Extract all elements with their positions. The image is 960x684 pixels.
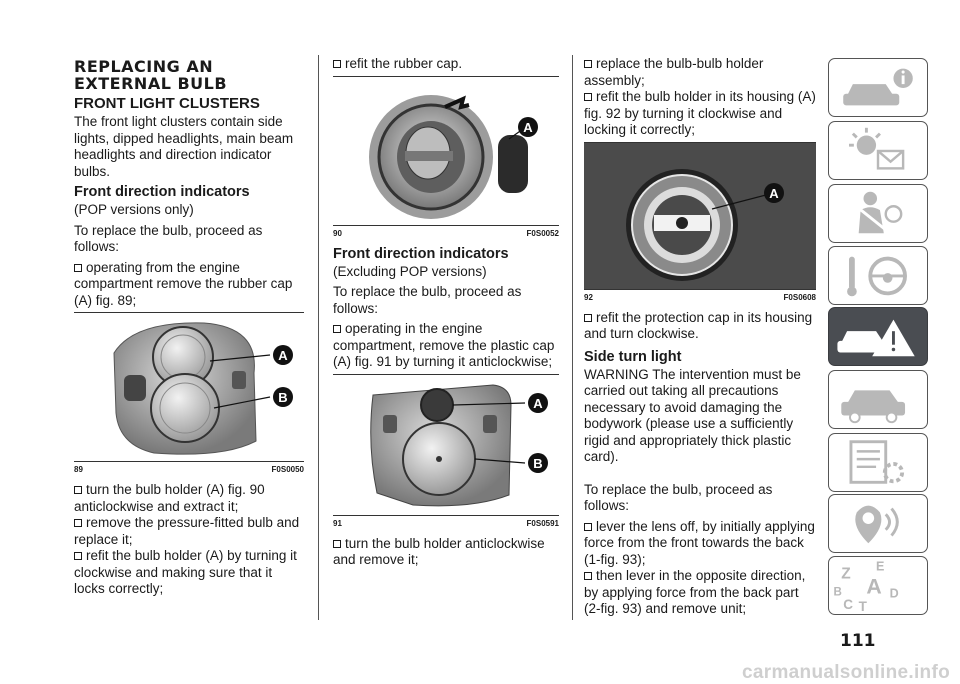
intro-text: The front light clusters contain side li… [74,114,294,179]
callout-label: A [523,120,533,135]
headlight-rear-image: A B [370,383,548,506]
page-number: 111 [840,631,876,651]
callout-label: A [533,396,543,411]
svg-text:E: E [876,560,884,574]
tab-car-info[interactable] [828,58,928,117]
svg-text:D: D [890,587,899,601]
bulb-housing-image: A [584,142,816,289]
svg-text:T: T [859,599,868,614]
checkbox-bullet-icon [584,93,592,101]
column-divider [318,55,319,620]
bullet-item: refit the bulb holder (A) by turning it … [74,548,297,596]
callout-label: A [769,186,779,201]
starting-driving-icon [847,256,907,297]
bullet-item: operating from the engine compartment re… [74,259,293,308]
bullet-item: turn the bulb holder (A) fig. 90 anticlo… [74,482,265,514]
tab-emergency[interactable] [828,307,928,366]
maintenance-icon [841,390,906,424]
svg-text:C: C [843,597,853,612]
bullet-item: refit the rubber cap. [333,56,559,73]
bullet-item: operating in the engine compartment, rem… [333,321,555,369]
warning-lights-icon [849,127,905,170]
proceed-text: To replace the bulb, proceed as follows: [584,481,773,514]
car-info-icon [843,68,913,106]
checkbox-bullet-icon [584,60,592,68]
column-divider [572,55,573,620]
chapter-title: REPLACING AN EXTERNAL BULB [74,57,228,93]
column-3: replace the bulb-bulb holder assembly; r… [584,56,816,618]
tab-warning-lights[interactable] [828,121,928,180]
checkbox-bullet-icon [584,313,592,322]
tab-starting-driving[interactable] [828,246,928,305]
svg-text:B: B [834,587,842,599]
technical-data-icon [849,440,905,484]
bullet-item: refit the bulb holder in its housing (A)… [584,89,816,137]
tab-multimedia[interactable] [828,494,928,553]
bullet-item: turn the bulb holder anticlockwise and r… [333,535,545,567]
bullet-item: lever the lens off, by initially applyin… [584,518,815,567]
bullet-item: replace the bulb-bulb holder assembly; [584,56,764,88]
checkbox-bullet-icon [333,325,341,333]
bullet-item: then lever in the opposite direction, by… [584,568,806,616]
checkbox-bullet-icon [74,486,82,494]
tab-maintenance[interactable] [828,370,928,429]
checkbox-bullet-icon [74,552,82,560]
tab-index[interactable]: Z E B A C T D [828,556,928,615]
warning-text: WARNING The intervention must be carried… [584,366,801,465]
svg-text:A: A [866,575,881,599]
watermark: carmanualsonline.info [742,662,950,683]
subsection-heading: Side turn light [584,348,682,365]
checkbox-bullet-icon [333,60,341,68]
headlight-cluster-image: A B [113,322,293,455]
proceed-text: To replace the bulb, proceed as follows: [74,222,263,255]
tab-technical-data[interactable] [828,433,928,492]
proceed-text: To replace the bulb, proceed as follows: [333,284,522,316]
index-icon: Z E B A C T D [834,560,899,614]
multimedia-icon [855,505,899,544]
callout-label: B [533,456,542,471]
checkbox-bullet-icon [584,522,592,531]
subsection-heading: Front direction indicators [333,245,509,262]
tab-safety[interactable] [828,184,928,243]
callout-label: A [278,348,288,363]
bullet-item: refit the protection cap in its housing … [584,309,813,341]
emergency-icon [837,319,915,357]
bulb-holder-image: A [333,76,559,225]
subsection-heading: Front direction indicators [74,184,250,200]
callout-label: B [278,390,287,405]
excluding-note: (Excluding POP versions) [333,263,487,279]
bullet-item: remove the pressure-fitted bulb and repl… [74,515,300,547]
checkbox-bullet-icon [74,519,82,527]
section-heading: FRONT LIGHT CLUSTERS [74,95,260,112]
checkbox-bullet-icon [584,572,592,580]
column-1: REPLACING AN EXTERNAL BULB FRONT LIGHT C… [74,56,304,598]
svg-text:Z: Z [841,565,850,582]
safety-icon [857,191,903,234]
checkbox-bullet-icon [74,263,82,272]
checkbox-bullet-icon [333,539,341,548]
pop-note: (POP versions only) [74,202,194,217]
